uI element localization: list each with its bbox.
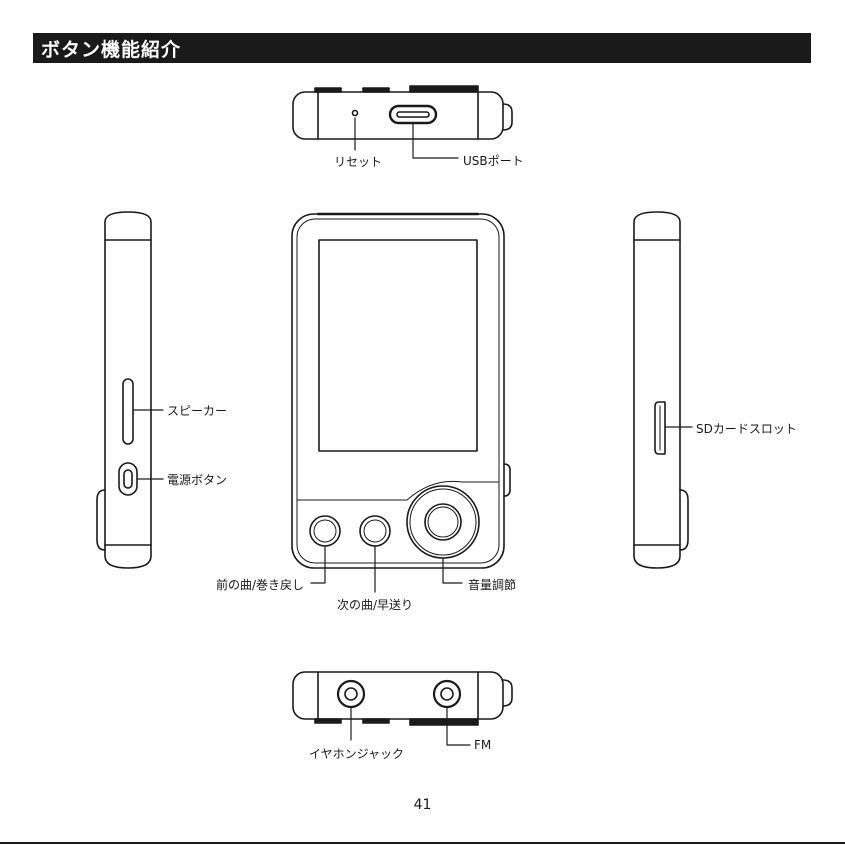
front-view — [292, 214, 510, 592]
next-track-label: 次の曲/早送り — [337, 596, 413, 613]
usb-port-inner — [397, 112, 429, 117]
fm-leader — [447, 707, 470, 745]
right-view-side-button — [680, 490, 688, 550]
fm-jack-inner — [441, 688, 453, 700]
front-view-side-button — [504, 464, 510, 496]
screen — [319, 240, 477, 451]
right-side-view — [634, 212, 692, 568]
power-button-inner — [124, 470, 132, 488]
volume-wheel-rim — [410, 489, 476, 555]
usb-port-label: USBポート — [463, 152, 524, 169]
earphone-jack-inner — [345, 688, 357, 700]
bottom-view-side-button — [503, 680, 512, 706]
reset-hole — [353, 111, 358, 116]
speaker-grille — [123, 379, 133, 444]
reset-label: リセット — [334, 153, 382, 170]
bottom-view — [293, 672, 512, 745]
top-view-button-3 — [410, 86, 478, 92]
right-view-body — [634, 212, 680, 568]
bottom-view-button-1 — [315, 719, 341, 723]
prev-track-label: 前の曲/巻き戻し — [216, 576, 304, 593]
left-view-body — [105, 212, 151, 568]
next-button-inner — [364, 520, 386, 542]
front-view-bezel — [297, 219, 499, 563]
bottom-view-body — [293, 672, 503, 719]
front-view-body — [292, 214, 504, 568]
fm-label: FM — [474, 738, 491, 752]
top-view-button-1 — [315, 88, 341, 92]
left-side-view — [97, 212, 163, 568]
sd-card-slot-label: SDカードスロット — [696, 420, 797, 437]
speaker-label: スピーカー — [167, 402, 227, 419]
volume-wheel-center — [425, 504, 461, 540]
volume-label: 音量調節 — [468, 576, 516, 593]
page-number: 41 — [0, 797, 845, 813]
prev-button-inner — [314, 520, 336, 542]
top-view-button-2 — [363, 88, 389, 92]
left-view-side-button — [97, 490, 105, 550]
power-button-label: 電源ボタン — [167, 471, 227, 488]
volume-leader — [443, 558, 462, 583]
top-view — [293, 86, 512, 158]
bottom-view-button-3 — [410, 719, 478, 725]
earphone-jack-outer — [338, 681, 364, 707]
earphone-jack-label: イヤホンジャック — [309, 745, 404, 762]
fm-jack-outer — [434, 681, 460, 707]
prev-leader — [311, 546, 325, 583]
bottom-rule — [0, 842, 845, 844]
volume-wheel-outer — [407, 486, 479, 558]
volume-wheel-center-inner — [428, 507, 458, 537]
usb-leader — [413, 123, 458, 158]
bottom-view-button-2 — [363, 719, 389, 723]
top-view-side-button — [503, 104, 512, 130]
power-button — [119, 463, 137, 495]
